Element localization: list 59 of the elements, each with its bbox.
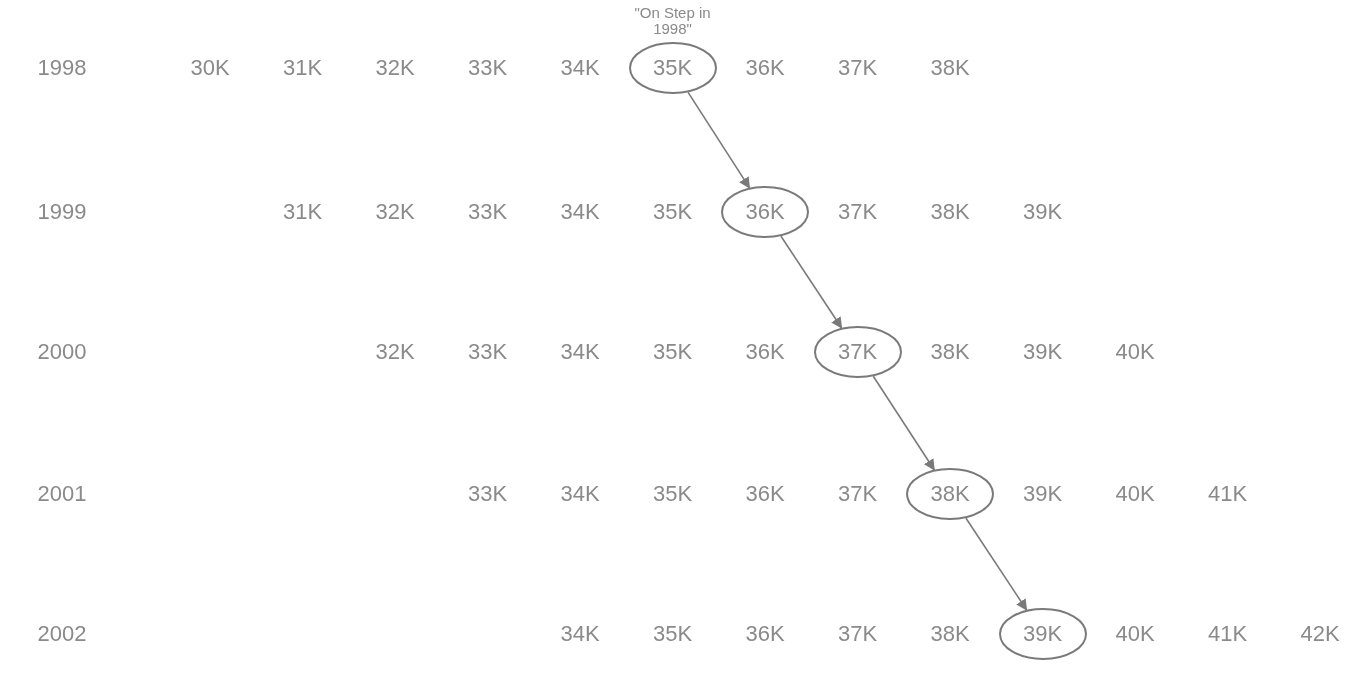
step-value: 31K <box>282 199 323 225</box>
step-value: 37K <box>837 481 878 507</box>
circled-step <box>812 325 903 379</box>
step-value: 38K <box>930 621 970 647</box>
step-value: 38K <box>929 481 971 507</box>
step-value: 36K <box>745 339 785 365</box>
step-value: 36K <box>744 199 786 225</box>
step-value: 37K <box>836 339 879 365</box>
step-value: 36K <box>745 621 785 647</box>
step-value: 42K <box>1300 621 1340 647</box>
step-value: 41K <box>1207 481 1248 507</box>
step-value: 37K <box>837 621 878 647</box>
year-label: 2000 <box>37 339 87 365</box>
step-value: 31K <box>282 55 323 81</box>
step-value: 39K <box>1022 199 1063 225</box>
step-value: 30K <box>190 55 230 81</box>
step-value: 39K <box>1021 621 1064 647</box>
circled-step <box>905 467 995 521</box>
step-value: 40K <box>1115 481 1155 507</box>
circled-step <box>720 185 810 239</box>
step-value: 33K <box>467 481 508 507</box>
step-value: 38K <box>930 199 970 225</box>
circled-step <box>997 607 1088 661</box>
step-value: 36K <box>745 481 785 507</box>
step-value: 39K <box>1022 481 1063 507</box>
step-value: 33K <box>467 199 508 225</box>
step-value: 34K <box>560 481 600 507</box>
year-label: 1998 <box>37 55 87 81</box>
arrow <box>872 375 935 471</box>
step-value: 36K <box>745 55 785 81</box>
step-value: 32K <box>375 199 415 225</box>
step-value: 34K <box>560 55 600 81</box>
step-value: 35K <box>652 339 693 365</box>
arrow <box>687 91 751 189</box>
step-value: 32K <box>375 339 415 365</box>
step-value: 39K <box>1022 339 1063 365</box>
step-value: 35K <box>652 199 693 225</box>
step-value: 40K <box>1115 339 1155 365</box>
step-value: 35K <box>651 55 694 81</box>
step-value: 38K <box>930 339 970 365</box>
arrow <box>780 235 843 329</box>
year-label: 1999 <box>37 199 87 225</box>
year-label: 2002 <box>37 621 87 647</box>
step-value: 33K <box>467 55 508 81</box>
step-value: 37K <box>837 55 878 81</box>
step-value: 35K <box>652 621 693 647</box>
step-value: 32K <box>375 55 415 81</box>
step-value: 37K <box>837 199 878 225</box>
year-label: 2001 <box>37 481 87 507</box>
step-value: 41K <box>1207 621 1248 647</box>
note-label: "On Step in 1998" <box>633 5 712 37</box>
step-value: 38K <box>930 55 970 81</box>
arrow <box>965 517 1028 611</box>
step-value: 35K <box>652 481 693 507</box>
step-value: 34K <box>560 621 600 647</box>
step-value: 34K <box>560 339 600 365</box>
step-value: 33K <box>467 339 508 365</box>
step-value: 40K <box>1115 621 1155 647</box>
step-value: 34K <box>560 199 600 225</box>
